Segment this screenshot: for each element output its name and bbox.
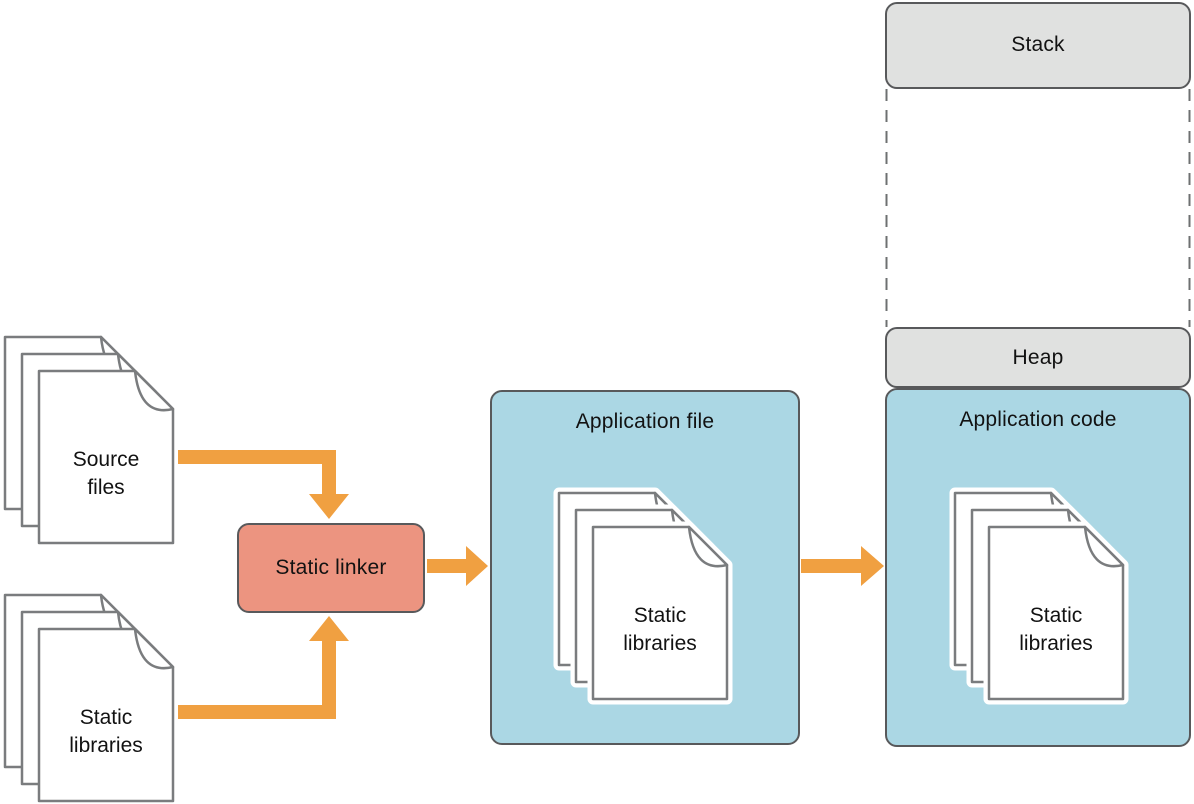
application-code-libraries-line2: libraries <box>1019 632 1093 655</box>
application-code-libraries-icon: Static libraries <box>949 487 1129 705</box>
source-files-label-line1: Source <box>73 448 140 471</box>
arrow-source-files-to-linker <box>178 450 349 519</box>
arrow-application-file-to-memory <box>801 546 884 586</box>
source-files-label-line2: files <box>87 476 124 499</box>
application-file-title: Application file <box>575 410 715 433</box>
application-file-libraries-icon: Static libraries <box>553 487 733 705</box>
arrow-static-libraries-to-linker <box>178 616 349 719</box>
application-file-libraries-line1: Static <box>634 604 687 627</box>
stack-segment <box>885 2 1191 89</box>
static-libraries-label-line2: libraries <box>69 734 143 757</box>
static-linker-label: Static linker <box>275 556 387 579</box>
static-linker-node <box>237 523 425 613</box>
heap-label: Heap <box>1012 346 1064 369</box>
document-stack <box>553 487 733 705</box>
application-code-libraries-line1: Static <box>1030 604 1083 627</box>
static-libraries-icon: Static libraries <box>3 593 175 803</box>
static-libraries-label-line1: Static <box>80 706 133 729</box>
application-file-libraries-line2: libraries <box>623 632 697 655</box>
heap-segment <box>885 327 1191 388</box>
arrow-linker-to-application-file <box>427 546 488 586</box>
document-stack <box>949 487 1129 705</box>
document-stack <box>3 593 175 803</box>
document-stack <box>3 335 175 545</box>
stack-label: Stack <box>1011 33 1065 56</box>
source-files-icon: Source files <box>3 335 175 545</box>
application-code-label: Application code <box>959 408 1117 431</box>
